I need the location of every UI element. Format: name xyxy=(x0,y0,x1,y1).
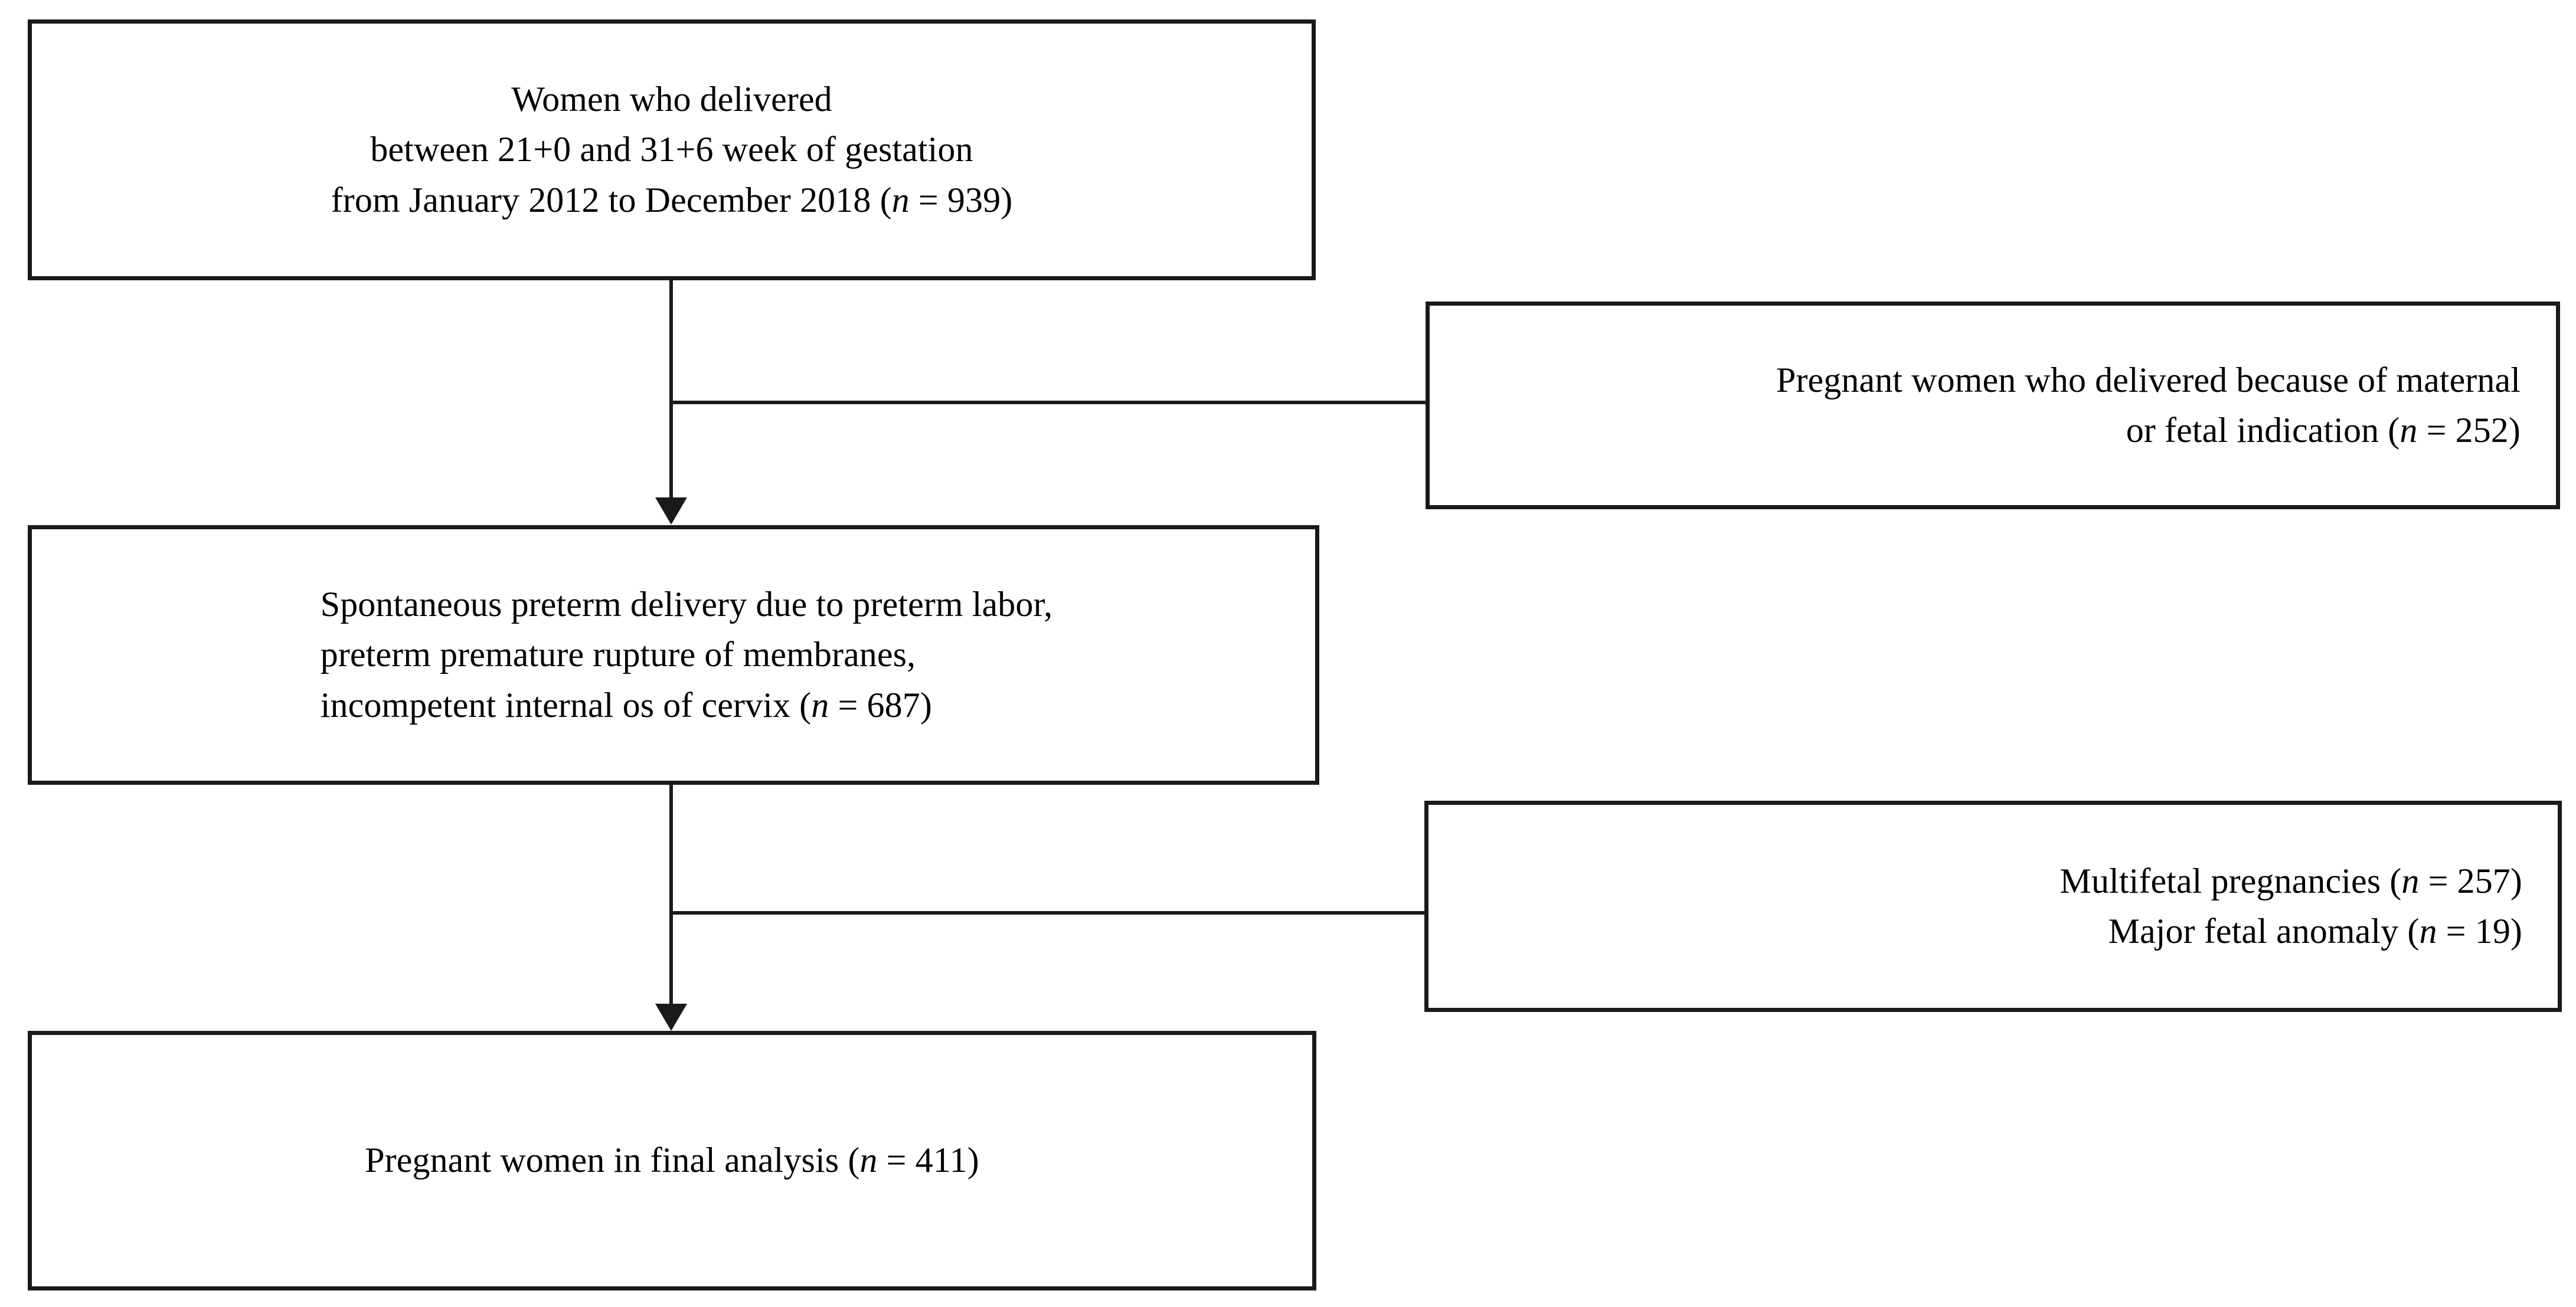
node-excluded-2-line-1-pre: Multifetal pregnancies ( xyxy=(2060,861,2402,900)
node-enrolled-line-2: between 21+0 and 31+6 week of gestation xyxy=(370,130,973,169)
node-excluded-2-line-1: Multifetal pregnancies (n = 257) xyxy=(1428,856,2558,906)
node-enrolled-text: Women who delivered between 21+0 and 31+… xyxy=(32,74,1312,225)
node-spontaneous-line-3: incompetent internal os of cervix (n = 6… xyxy=(321,680,1053,731)
connector-branch-to-excluded-2 xyxy=(669,911,1426,915)
node-excluded-2-n-symbol-1: n xyxy=(2401,861,2420,900)
node-excluded-1-count: = 252) xyxy=(2417,411,2521,450)
node-final-line-1: Pregnant women in final analysis (n = 41… xyxy=(32,1135,1312,1185)
connector-branch-to-excluded-1 xyxy=(669,401,1427,404)
node-enrolled-cohort: Women who delivered between 21+0 and 31+… xyxy=(28,19,1316,280)
node-enrolled-line-1: Women who delivered xyxy=(511,80,832,119)
node-excluded-2-line-2-pre: Major fetal anomaly ( xyxy=(2108,912,2420,951)
connector-trunk-spontaneous-to-final xyxy=(669,785,673,1026)
node-spontaneous-preterm-delivery: Spontaneous preterm delivery due to pret… xyxy=(28,525,1319,785)
node-enrolled-line-3: from January 2012 to December 2018 (n = … xyxy=(32,175,1312,225)
node-excluded-2-count-multifetal: = 257) xyxy=(2419,861,2522,900)
node-final-line-1-pre: Pregnant women in final analysis ( xyxy=(365,1141,860,1180)
node-excluded-multifetal-anomaly: Multifetal pregnancies (n = 257) Major f… xyxy=(1424,801,2562,1012)
connector-trunk-enrolled-to-spontaneous xyxy=(669,280,673,520)
node-spontaneous-line-3-pre: incompetent internal os of cervix ( xyxy=(320,685,812,725)
node-excluded-1-line-1: Pregnant women who delivered because of … xyxy=(1776,360,2521,399)
node-excluded-2-line-2: Major fetal anomaly (n = 19) xyxy=(1428,906,2558,956)
node-final-n-symbol: n xyxy=(859,1141,878,1180)
node-spontaneous-line-1: Spontaneous preterm delivery due to pret… xyxy=(320,585,1053,624)
node-excluded-1-line-2-pre: or fetal indication ( xyxy=(2126,411,2400,450)
node-spontaneous-line-2: preterm premature rupture of membranes, xyxy=(320,635,916,674)
node-excluded-2-n-symbol-2: n xyxy=(2419,912,2437,951)
node-final-text: Pregnant women in final analysis (n = 41… xyxy=(32,1135,1312,1185)
node-excluded-1-line-2: or fetal indication (n = 252) xyxy=(1430,405,2556,456)
node-spontaneous-text: Spontaneous preterm delivery due to pret… xyxy=(321,579,1053,731)
node-spontaneous-count: = 687) xyxy=(829,685,932,725)
node-enrolled-count: = 939) xyxy=(909,180,1013,220)
arrowhead-down-icon-2 xyxy=(655,1004,687,1031)
arrowhead-down-icon-1 xyxy=(655,497,687,525)
node-enrolled-line-3-pre: from January 2012 to December 2018 ( xyxy=(331,180,892,220)
node-excluded-1-n-symbol: n xyxy=(2400,411,2418,450)
node-excluded-maternal-fetal-indication: Pregnant women who delivered because of … xyxy=(1426,302,2560,509)
node-final-analysis: Pregnant women in final analysis (n = 41… xyxy=(28,1031,1316,1290)
node-excluded-2-text: Multifetal pregnancies (n = 257) Major f… xyxy=(1428,856,2558,956)
node-final-count: = 411) xyxy=(877,1141,979,1180)
node-enrolled-n-symbol: n xyxy=(891,180,910,220)
node-spontaneous-n-symbol: n xyxy=(811,685,829,725)
node-excluded-2-count-anomaly: = 19) xyxy=(2437,912,2522,951)
node-excluded-1-text: Pregnant women who delivered because of … xyxy=(1430,355,2556,456)
